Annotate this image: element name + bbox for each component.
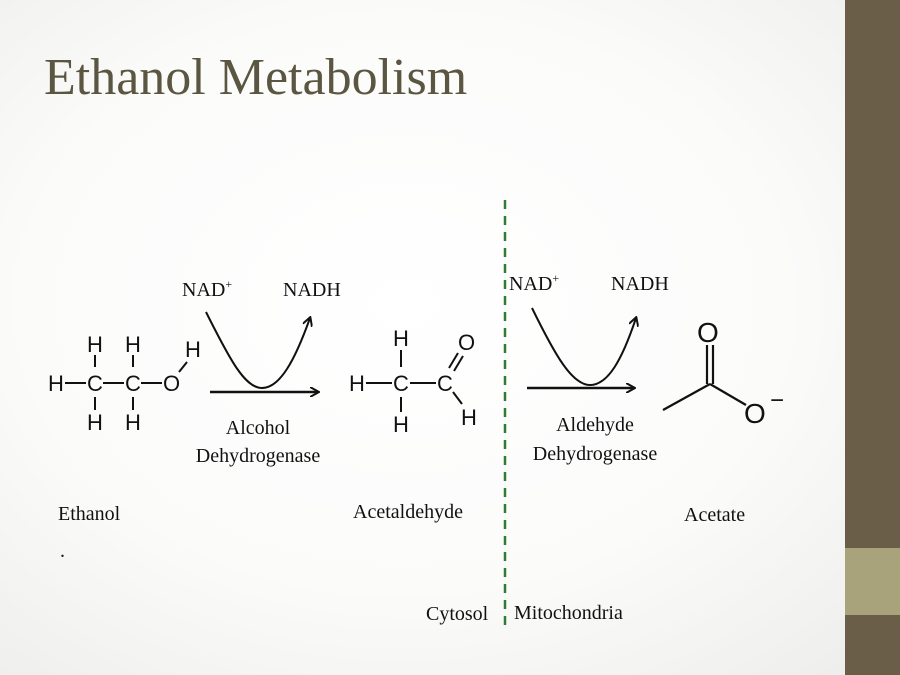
atom-h: H	[349, 371, 365, 396]
stray-mark: .	[60, 540, 65, 562]
acetate-structure: O O −	[662, 317, 784, 429]
atom-c: C	[393, 371, 409, 396]
cofactor-arrow	[531, 307, 636, 387]
cytosol-label: Cytosol	[426, 603, 489, 625]
negative-charge: −	[770, 387, 784, 414]
atom-h: H	[48, 371, 64, 396]
cofactor-nad-plus: NAD+	[182, 277, 232, 301]
cofactor-arrow	[205, 311, 310, 390]
atom-h: H	[87, 332, 103, 357]
cofactor-nad-plus: NAD+	[509, 271, 559, 295]
atom-h: H	[185, 337, 201, 362]
slide-title: Ethanol Metabolism	[44, 49, 468, 106]
cofactor-nadh: NADH	[611, 273, 669, 295]
atom-h: H	[87, 410, 103, 435]
atom-o: O	[744, 398, 766, 429]
enzyme-label: Dehydrogenase	[533, 443, 658, 465]
acetaldehyde-label: Acetaldehyde	[353, 501, 463, 523]
enzyme-label: Aldehyde	[556, 414, 634, 436]
enzyme-label: Dehydrogenase	[196, 445, 321, 467]
cofactor-nadh: NADH	[283, 279, 341, 301]
reaction-1: NAD+ NADH Alcohol Dehydrogenase	[182, 277, 341, 467]
atom-h: H	[461, 405, 477, 430]
atom-o: O	[697, 317, 719, 348]
enzyme-label: Alcohol	[226, 417, 291, 439]
atom-c: C	[125, 371, 141, 396]
atom-h: H	[125, 332, 141, 357]
acetaldehyde-structure: H C C H H O H	[349, 326, 477, 437]
mitochondria-label: Mitochondria	[514, 602, 623, 624]
sidebar-accent-block	[845, 548, 900, 615]
atom-h: H	[393, 412, 409, 437]
atom-h: H	[125, 410, 141, 435]
reaction-2: NAD+ NADH Aldehyde Dehydrogenase	[509, 271, 669, 465]
atom-c: C	[437, 371, 453, 396]
atom-c: C	[87, 371, 103, 396]
ethanol-label: Ethanol	[58, 503, 121, 525]
acetate-label: Acetate	[684, 504, 745, 526]
ethanol-structure: H C C O H H H H H	[48, 332, 201, 435]
atom-h: H	[393, 326, 409, 351]
atom-o: O	[458, 330, 475, 355]
atom-o: O	[163, 371, 180, 396]
